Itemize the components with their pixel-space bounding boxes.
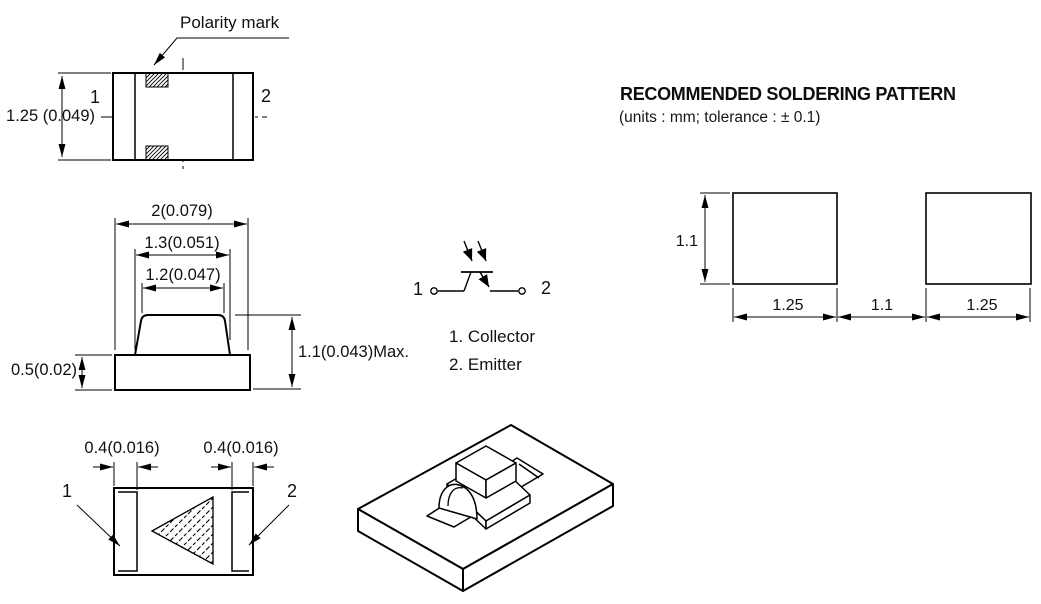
lens-dome-inner-arc — [447, 486, 464, 507]
dim-extension-lines — [58, 72, 111, 161]
solder-pad-right — [925, 192, 1032, 285]
dim-ext-base-height — [75, 354, 112, 391]
terminal-1-node — [430, 287, 438, 295]
lens-profile — [133, 314, 232, 356]
legend-emitter-label: 2. Emitter — [449, 355, 522, 374]
bottom-view-pin1-label: 1 — [62, 481, 73, 501]
right-pad-width-dim-label: 1.25 — [966, 297, 998, 314]
polarity-leader-line — [153, 37, 289, 66]
dim-ext-electrodes — [113, 462, 254, 490]
schematic-pin1-label: 1 — [413, 279, 424, 299]
side-view-lens-top-dim-label: 1.2(0.047) — [145, 266, 221, 284]
right-electrode-pad — [231, 491, 249, 572]
dim-ext-overall-width — [114, 218, 249, 350]
bottom-view-left-electrode-dim-label: 0.4(0.016) — [84, 439, 160, 457]
left-pad-width-dim-label: 1.25 — [772, 297, 804, 314]
terminal-2-node — [518, 287, 526, 295]
package-base-profile — [114, 354, 251, 391]
bottom-view-drawing — [76, 462, 290, 576]
dim-ext-lens-base — [134, 249, 231, 350]
top-view-height-dim-label: 1.25 (0.049) — [6, 107, 95, 125]
top-view-pin1-label: 1 — [90, 87, 101, 107]
dim-ext-pad-widths — [732, 288, 1031, 322]
polarity-mark-top — [145, 72, 169, 88]
chip-box-right-face — [485, 462, 517, 499]
schematic-drawing — [430, 240, 526, 295]
side-view-height-dim-label: 1.1(0.043)Max. — [298, 343, 409, 361]
light-arrow-1 — [462, 240, 473, 262]
collector-leg — [463, 271, 472, 292]
solder-pad-left — [732, 192, 838, 285]
bottom-view-right-electrode-dim-label: 0.4(0.016) — [203, 439, 279, 457]
light-arrow-2 — [476, 240, 487, 262]
soldering-pattern-title: RECOMMENDED SOLDERING PATTERN — [620, 84, 956, 104]
top-view-pin2-label: 2 — [261, 86, 272, 106]
chip-plate-front-right — [485, 494, 531, 530]
polarity-mark-label: Polarity mark — [180, 13, 280, 32]
dim-ext-lens-top — [141, 283, 225, 313]
side-view-drawing — [75, 218, 301, 391]
side-view-width-dim-label: 2(0.079) — [151, 202, 213, 220]
recess-depth-line — [518, 463, 540, 479]
left-electrode-pad — [118, 491, 138, 572]
soldering-pattern-drawing — [700, 192, 1032, 322]
pad-gap-dim-label: 1.1 — [870, 297, 894, 314]
polarity-mark-bottom — [145, 145, 169, 161]
pin2-leader-line — [248, 504, 290, 546]
pad-height-dim-label: 1.1 — [675, 233, 698, 250]
lens-dome — [438, 483, 478, 520]
dim-ext-pad-height — [700, 192, 730, 285]
dim-ext-overall-height — [235, 314, 301, 390]
bottom-view-pin2-label: 2 — [287, 481, 298, 501]
polarity-triangle-mark — [150, 495, 214, 566]
schematic-pin2-label: 2 — [541, 278, 552, 298]
side-view-base-height-dim-label: 0.5(0.02) — [10, 361, 77, 379]
package-body-outline — [112, 72, 254, 161]
isometric-view-drawing — [357, 424, 614, 592]
slab-right-face — [462, 483, 614, 592]
electrode-boundary-lines — [134, 73, 234, 160]
legend-collector-label: 1. Collector — [449, 327, 535, 346]
pin1-leader-line — [76, 504, 121, 547]
soldering-pattern-subtitle: (units : mm; tolerance : ± 0.1) — [619, 109, 821, 126]
top-view-drawing — [58, 37, 289, 172]
emitter-leg-arrow — [478, 271, 490, 288]
side-view-lens-base-dim-label: 1.3(0.051) — [144, 234, 220, 252]
